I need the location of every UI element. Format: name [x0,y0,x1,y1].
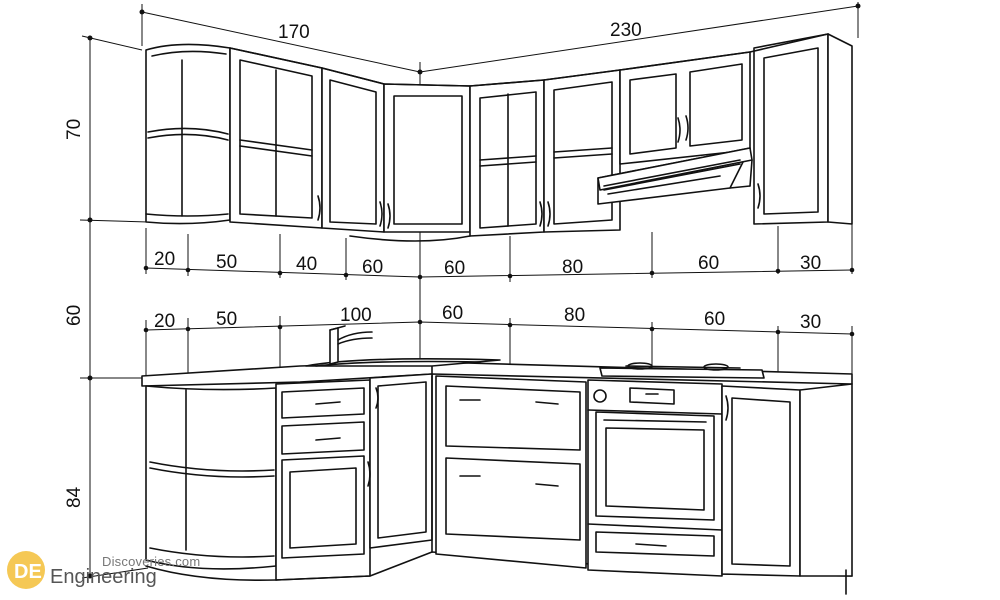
oven [587,379,723,577]
backsplash-height-label: 60 [64,305,85,326]
upper-cabinet-door [753,33,853,225]
upper-width-label: 60 [362,257,383,278]
watermark-logo-letters: DE [14,561,42,583]
drawer-stack [275,379,371,581]
lower-width-label: 50 [216,309,237,330]
base-cabinets [141,325,853,595]
sink-cabinet-door [367,373,433,549]
upper-total-right-label: 230 [610,20,642,41]
lower-width-label: 80 [564,305,585,326]
upper-glass-cabinet [229,47,323,229]
upper-width-label: 60 [698,253,719,274]
watermark-logo: DE [7,551,45,589]
sink [305,325,501,367]
upper-width-label: 30 [800,253,821,274]
upper-glass-cabinet [469,79,545,237]
upper-cabinet-height-label: 70 [64,119,85,140]
lower-width-label: 60 [704,309,725,330]
upper-width-label: 20 [154,249,175,270]
upper-width-label: 40 [296,254,317,275]
upper-total-left-label: 170 [278,22,310,43]
lower-width-label: 100 [340,305,372,326]
upper-width-label: 60 [444,258,465,279]
upper-width-label: 80 [562,257,583,278]
gas-hob [599,362,765,379]
drawer-cabinet [435,375,587,569]
upper-cabinets [145,33,853,242]
watermark-subtitle: Discoveries.com [102,554,201,569]
upper-glass-cabinet [543,69,621,233]
range-hood [597,147,753,205]
base-cabinet-door [721,383,853,595]
lower-width-label: 30 [800,312,821,333]
watermark-title: Engineering [50,566,157,588]
base-open-shelf [145,385,277,570]
upper-cabinet-door [321,67,385,233]
upper-hood-cabinet [619,51,751,165]
dimension-labels: 170 230 20 50 40 60 60 80 60 30 20 50 10… [64,20,821,508]
dimension-lines [79,2,861,579]
upper-open-shelf [145,43,231,225]
base-cabinet-height-label: 84 [64,486,85,508]
upper-width-label: 50 [216,252,237,273]
lower-width-label: 60 [442,303,463,324]
lower-width-label: 20 [154,311,175,332]
